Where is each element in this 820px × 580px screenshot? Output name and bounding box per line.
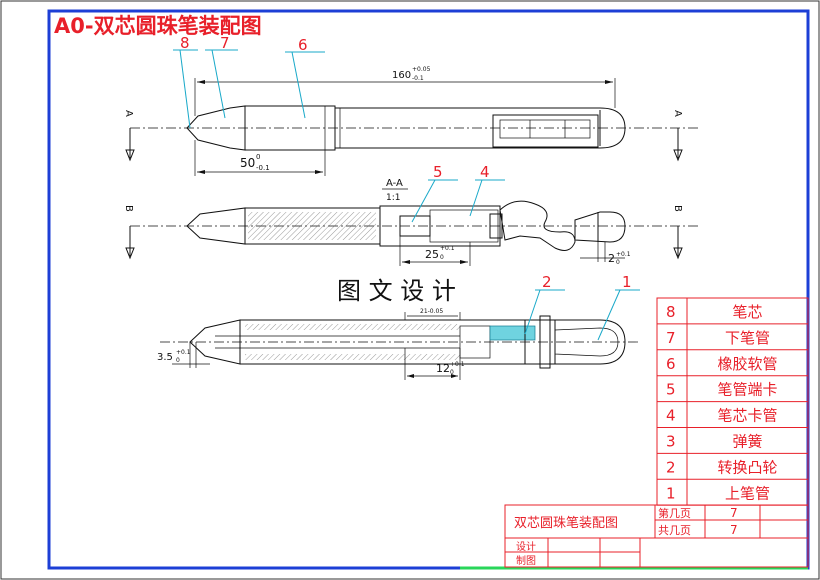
svg-text:21-0.05: 21-0.05 [420, 308, 443, 315]
view-c-section: 12 +0.1 0 21-0.05 3.5 +0.1 0 [157, 308, 640, 380]
svg-text:0: 0 [616, 259, 620, 266]
balloon-leaders-middle: 5 4 [411, 163, 505, 223]
svg-text:12: 12 [436, 362, 450, 375]
watermark-caption: 图 文 设 计 [337, 277, 456, 305]
part-number: 8 [666, 303, 676, 321]
view-b-section: B B A-A 1:1 25 +0.1 0 2 +0.1 0 [123, 178, 700, 266]
title-block-design-label: 设计 [516, 540, 536, 553]
svg-text:0: 0 [176, 357, 180, 364]
svg-text:+0.05: +0.05 [412, 66, 431, 73]
svg-text:1:1: 1:1 [386, 193, 400, 203]
part-name: 笔芯卡管 [717, 407, 777, 425]
title-block-sheet-label: 第几页 [658, 506, 691, 520]
svg-text:A: A [672, 110, 683, 117]
parts-list-row: 2 转换凸轮 [666, 458, 778, 476]
svg-text:B: B [123, 205, 134, 212]
svg-text:A: A [123, 110, 134, 117]
svg-text:0: 0 [440, 254, 444, 261]
part-name: 弹簧 [732, 433, 762, 451]
parts-list-row: 1 上笔管 [666, 484, 770, 502]
balloon-2: 2 [542, 273, 552, 291]
part-number: 2 [666, 458, 676, 476]
part-number: 4 [666, 407, 676, 425]
balloon-5: 5 [433, 163, 443, 181]
title-block-sheet-value: 7 [730, 506, 738, 520]
svg-text:+0.1: +0.1 [616, 251, 631, 258]
svg-text:3.5: 3.5 [157, 352, 173, 363]
inner-border [47, 9, 810, 570]
svg-text:+0.1: +0.1 [440, 245, 455, 252]
part-name: 上笔管 [725, 484, 770, 502]
balloon-7: 7 [220, 34, 230, 52]
part-name: 下笔管 [725, 329, 770, 347]
svg-text:A-A: A-A [386, 178, 403, 189]
parts-list-row: 7 下笔管 [666, 329, 770, 347]
part-number: 1 [666, 484, 676, 502]
part-number: 5 [666, 381, 676, 399]
title-block: 双芯圆珠笔装配图 第几页 7 共几页 7 设计 制图 [504, 504, 809, 568]
parts-list-row: 5 笔管端卡 [666, 381, 778, 399]
title-block-drawing-name: 双芯圆珠笔装配图 [514, 515, 618, 531]
svg-text:50: 50 [240, 156, 255, 170]
svg-text:B: B [672, 205, 683, 212]
view-a-exterior: A A 160 +0.05 -0.1 50 0 -0.1 [123, 66, 700, 176]
part-name: 笔芯 [732, 303, 762, 321]
balloon-8: 8 [180, 34, 190, 52]
svg-text:2: 2 [608, 252, 615, 265]
parts-list-row: 6 橡胶软管 [666, 355, 778, 373]
parts-list-row: 4 笔芯卡管 [666, 407, 778, 425]
balloon-6: 6 [298, 36, 308, 54]
drawing-title: A0-双芯圆珠笔装配图 [54, 14, 262, 38]
svg-text:-0.1: -0.1 [256, 164, 270, 172]
svg-text:0: 0 [450, 369, 454, 376]
part-name: 笔管端卡 [717, 381, 777, 399]
svg-text:0: 0 [256, 153, 260, 161]
svg-text:+0.1: +0.1 [450, 361, 465, 368]
parts-list: 8 笔芯 7 下笔管 6 橡胶软管 5 笔管端卡 4 笔芯卡管 3 弹簧 2 转换凸轮 1 上笔管 [656, 297, 809, 506]
svg-text:25: 25 [425, 248, 439, 261]
balloon-4: 4 [480, 163, 490, 181]
title-block-total-label: 共几页 [658, 524, 691, 537]
svg-text:+0.1: +0.1 [176, 349, 191, 356]
part-number: 6 [666, 355, 676, 373]
part-name: 转换凸轮 [717, 458, 777, 476]
part-number: 7 [666, 329, 676, 347]
parts-list-row: 8 笔芯 [666, 303, 763, 321]
svg-text:-0.1: -0.1 [412, 75, 424, 82]
balloon-1: 1 [622, 273, 632, 291]
balloon-leaders-top: 8 7 6 [173, 34, 325, 129]
parts-list-row: 3 弹簧 [666, 433, 763, 451]
title-block-draw-label: 制图 [516, 554, 536, 567]
part-number: 3 [666, 433, 676, 451]
svg-text:160: 160 [392, 70, 411, 81]
part-name: 橡胶软管 [717, 355, 777, 373]
title-block-total-value: 7 [730, 523, 738, 537]
balloon-leaders-bottom: 2 1 [524, 273, 640, 341]
